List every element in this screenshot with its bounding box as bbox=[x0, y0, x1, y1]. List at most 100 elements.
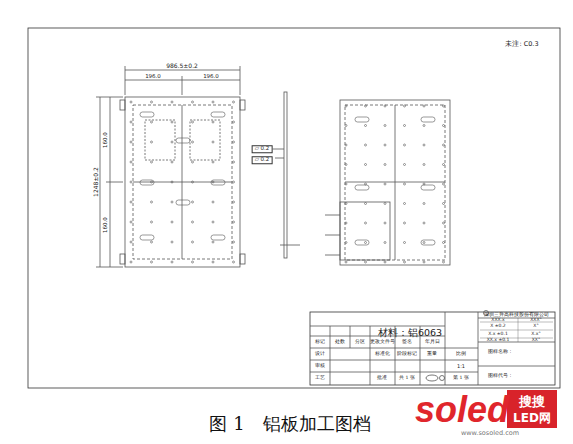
mounting-hole bbox=[404, 105, 406, 107]
mounting-hole bbox=[423, 222, 425, 224]
title-block-cell: X.x ±0.1 bbox=[488, 332, 508, 337]
mounting-hole bbox=[151, 161, 153, 163]
mounting-hole bbox=[345, 105, 347, 107]
dimension-label: ▱ 0.2 bbox=[252, 156, 273, 164]
dimension-label: 未注: C0.3 bbox=[505, 41, 538, 48]
title-block-cell: 批准 bbox=[377, 376, 387, 381]
slot bbox=[176, 200, 190, 205]
dimension-label: 196.0 bbox=[145, 74, 161, 80]
mounting-hole bbox=[384, 261, 386, 263]
mounting-hole bbox=[212, 181, 214, 183]
mounting-hole bbox=[423, 164, 425, 166]
mounting-hole bbox=[384, 144, 386, 146]
slot bbox=[211, 235, 225, 240]
title-block-cell: XX.x ±0.1 bbox=[487, 338, 510, 343]
mounting-hole bbox=[151, 261, 153, 263]
mounting-hole bbox=[384, 164, 386, 166]
mounting-hole bbox=[443, 203, 445, 205]
mounting-hole bbox=[384, 242, 386, 244]
mounting-hole bbox=[443, 242, 445, 244]
mounting-hole bbox=[404, 261, 406, 263]
mounting-hole bbox=[233, 241, 235, 243]
mounting-hole bbox=[151, 181, 153, 183]
mounting-hole bbox=[130, 261, 132, 263]
mounting-hole bbox=[365, 105, 367, 107]
mounting-hole bbox=[130, 141, 132, 143]
slot bbox=[211, 112, 225, 117]
mounting-hole bbox=[404, 222, 406, 224]
dimension-label: 160.0 bbox=[103, 217, 109, 233]
mounting-hole bbox=[171, 161, 173, 163]
mounting-hole bbox=[130, 101, 132, 103]
slot bbox=[140, 180, 154, 185]
mounting-hole bbox=[345, 125, 347, 127]
title-block-cell: XXX.x bbox=[491, 318, 504, 323]
mounting-hole bbox=[212, 261, 214, 263]
title-block-cell: 工艺 bbox=[315, 376, 325, 381]
title-block-cell: 图样代号： bbox=[488, 374, 513, 379]
mounting-hole bbox=[233, 141, 235, 143]
slot bbox=[421, 185, 435, 190]
dimension-label: 1248±0.2 bbox=[93, 167, 99, 197]
mounting-hole bbox=[443, 144, 445, 146]
mounting-hole bbox=[404, 183, 406, 185]
slot bbox=[140, 112, 154, 117]
mounting-hole bbox=[423, 242, 425, 244]
mounting-hole bbox=[345, 242, 347, 244]
mounting-hole bbox=[233, 121, 235, 123]
dimension-label: 986.5±0.2 bbox=[166, 63, 198, 69]
mounting-hole bbox=[423, 203, 425, 205]
mounting-hole bbox=[151, 141, 153, 143]
title-block-cell: 审核 bbox=[315, 364, 325, 369]
title-block-cell: XX° bbox=[532, 338, 540, 343]
watermark: 搜搜 bbox=[519, 395, 545, 408]
mounting-hole bbox=[212, 101, 214, 103]
mounting-hole bbox=[404, 203, 406, 205]
mounting-hole bbox=[233, 161, 235, 163]
mounting-hole bbox=[365, 125, 367, 127]
mounting-hole bbox=[365, 203, 367, 205]
slot bbox=[211, 180, 225, 185]
mounting-hole bbox=[384, 222, 386, 224]
mounting-hole bbox=[423, 125, 425, 127]
mounting-hole bbox=[171, 121, 173, 123]
mounting-hole bbox=[384, 105, 386, 107]
title-block-cell: X° bbox=[533, 324, 538, 329]
slot bbox=[421, 117, 435, 122]
mounting-hole bbox=[151, 101, 153, 103]
mounting-hole bbox=[443, 183, 445, 185]
mounting-hole bbox=[192, 201, 194, 203]
mounting-hole bbox=[151, 201, 153, 203]
title-block-cell: 1:1 bbox=[457, 364, 465, 369]
title-block-cell: 重量 bbox=[427, 352, 437, 357]
mounting-hole bbox=[212, 121, 214, 123]
mounting-hole bbox=[404, 164, 406, 166]
mounting-hole bbox=[404, 144, 406, 146]
title-block-cell: XXX° bbox=[530, 318, 542, 323]
mounting-hole bbox=[171, 141, 173, 143]
mounting-hole bbox=[130, 161, 132, 163]
mounting-hole bbox=[443, 125, 445, 127]
mounting-hole bbox=[365, 261, 367, 263]
mounting-hole bbox=[171, 181, 173, 183]
title-block-cell: 标记 bbox=[315, 340, 325, 345]
mounting-hole bbox=[130, 121, 132, 123]
mounting-hole bbox=[345, 261, 347, 263]
mounting-hole bbox=[192, 221, 194, 223]
title-block-cell: 第 1 张 bbox=[453, 376, 469, 381]
dimension-label: 160.0 bbox=[103, 132, 109, 148]
mounting-hole bbox=[151, 221, 153, 223]
mounting-hole bbox=[130, 241, 132, 243]
slot bbox=[355, 117, 369, 122]
mounting-hole bbox=[384, 183, 386, 185]
mounting-hole bbox=[365, 144, 367, 146]
title-block-cell: X ±0.2 bbox=[490, 324, 505, 329]
mounting-hole bbox=[233, 181, 235, 183]
mounting-hole bbox=[345, 164, 347, 166]
mounting-hole bbox=[212, 201, 214, 203]
title-block-cell: 分区 bbox=[355, 340, 365, 345]
mounting-hole bbox=[423, 261, 425, 263]
mounting-hole bbox=[443, 164, 445, 166]
mounting-hole bbox=[233, 201, 235, 203]
watermark: LED网 bbox=[513, 412, 551, 424]
